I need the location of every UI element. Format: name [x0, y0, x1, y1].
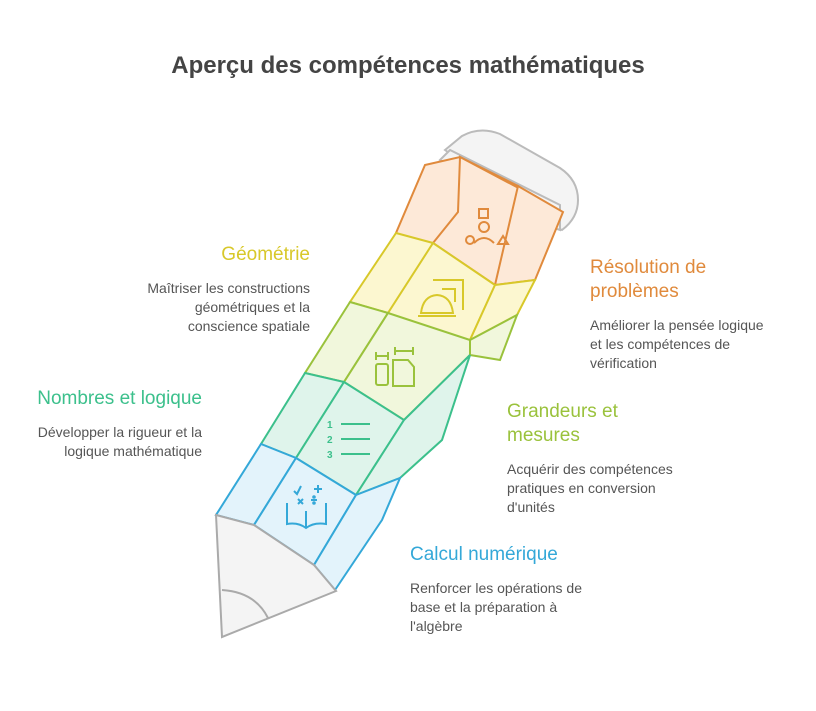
label-geometrie-title: Géométrie: [221, 244, 310, 265]
label-grandeurs: Grandeurs et mesures Acquérir des compét…: [507, 400, 717, 517]
label-grandeurs-title: Grandeurs et mesures: [507, 401, 618, 446]
label-resolution-desc: Améliorer la pensée logique et les compé…: [590, 317, 764, 371]
label-calcul: Calcul numérique Renforcer les opération…: [410, 543, 620, 636]
label-calcul-title: Calcul numérique: [410, 544, 558, 565]
label-nombres: Nombres et logique Développer la rigueur…: [10, 387, 202, 461]
diagram-title: Aperçu des compétences mathématiques: [171, 52, 645, 79]
measure-icon: [375, 347, 415, 387]
math-book-icon: [286, 485, 327, 530]
label-nombres-desc: Développer la rigueur et la logique math…: [37, 424, 202, 459]
label-geometrie: Géométrie Maîtriser les constructions gé…: [110, 243, 310, 336]
pencil-tip: [214, 513, 338, 639]
pencil-lead: [221, 589, 269, 619]
label-geometrie-desc: Maîtriser les constructions géométriques…: [147, 280, 310, 334]
hard-hat-icon: [418, 279, 464, 317]
list-number-3: 3: [327, 450, 333, 461]
label-calcul-desc: Renforcer les opérations de base et la p…: [410, 580, 582, 634]
list-number-2: 2: [327, 435, 333, 446]
list-number-1: 1: [327, 420, 333, 431]
label-nombres-title: Nombres et logique: [37, 388, 202, 409]
numbered-list-icon: 1 2 3: [327, 420, 370, 461]
label-resolution: Résolution de problèmes Améliorer la pen…: [590, 256, 800, 373]
label-resolution-title: Résolution de problèmes: [590, 257, 707, 302]
label-grandeurs-desc: Acquérir des compétences pratiques en co…: [507, 461, 673, 515]
problem-solving-icon: [465, 208, 510, 245]
